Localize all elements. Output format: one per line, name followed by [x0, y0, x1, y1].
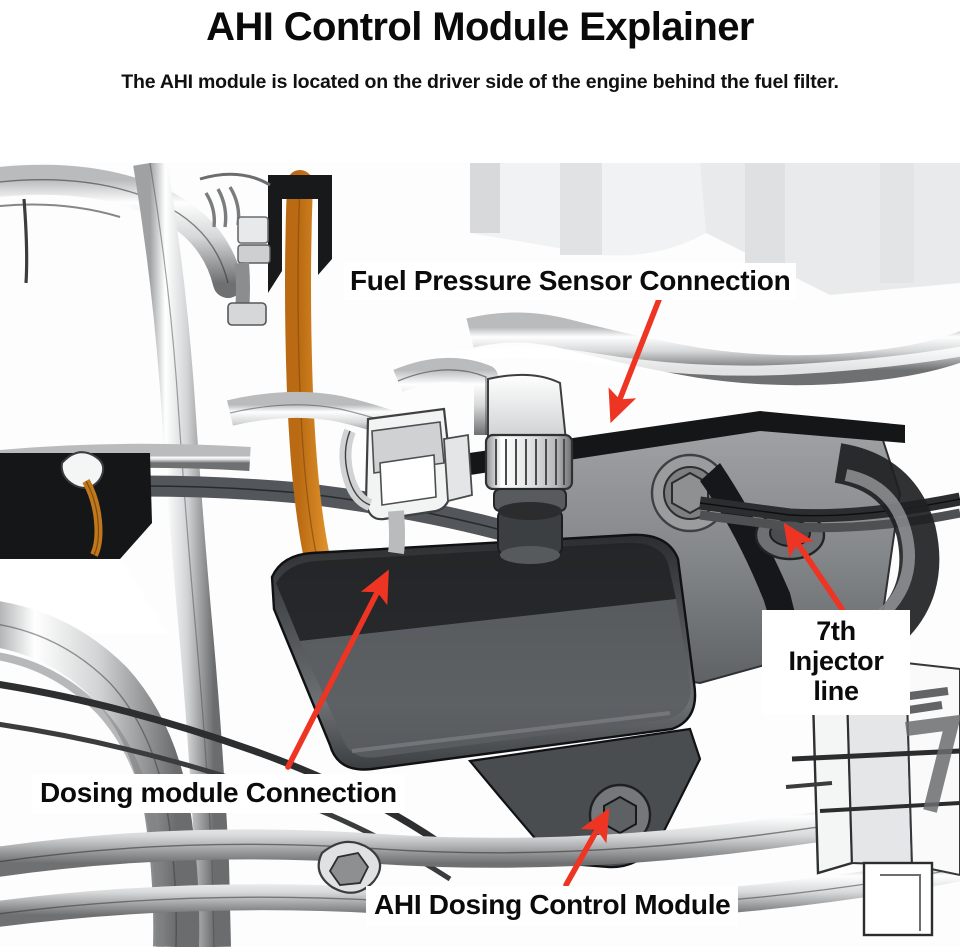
- callout-line-2: Injector: [788, 646, 884, 677]
- fuel-pressure-sensor-connector: [484, 373, 574, 564]
- callout-label-fuel-pressure-sensor-connection: Fuel Pressure Sensor Connection: [344, 263, 797, 301]
- arrow-fuel-pressure-sensor-connection: [608, 294, 663, 424]
- page-subtitle: The AHI module is located on the driver …: [121, 71, 839, 93]
- arrow-ahi-dosing-control-module: [563, 807, 610, 888]
- ahi-module-body: [270, 533, 697, 771]
- dosing-connector: [339, 407, 473, 555]
- arrow-dosing-module-connection: [285, 569, 389, 770]
- callout-label-seventh-injector-line: 7th Injector line: [762, 610, 910, 715]
- callout-arrows: [285, 294, 845, 888]
- callout-label-ahi-dosing-control-module: AHI Dosing Control Module: [366, 886, 739, 926]
- header: AHI Control Module Explainer The AHI mod…: [0, 0, 960, 163]
- callout-label-dosing-module-connection: Dosing module Connection: [32, 774, 405, 814]
- arrow-seventh-injector-line: [783, 522, 845, 612]
- page-title: AHI Control Module Explainer: [206, 5, 754, 49]
- callout-line-1: 7th: [816, 616, 856, 646]
- engine-diagram-image: Fuel Pressure Sensor Connection 7th Inje…: [0, 163, 960, 947]
- callout-line-3: line: [813, 676, 859, 707]
